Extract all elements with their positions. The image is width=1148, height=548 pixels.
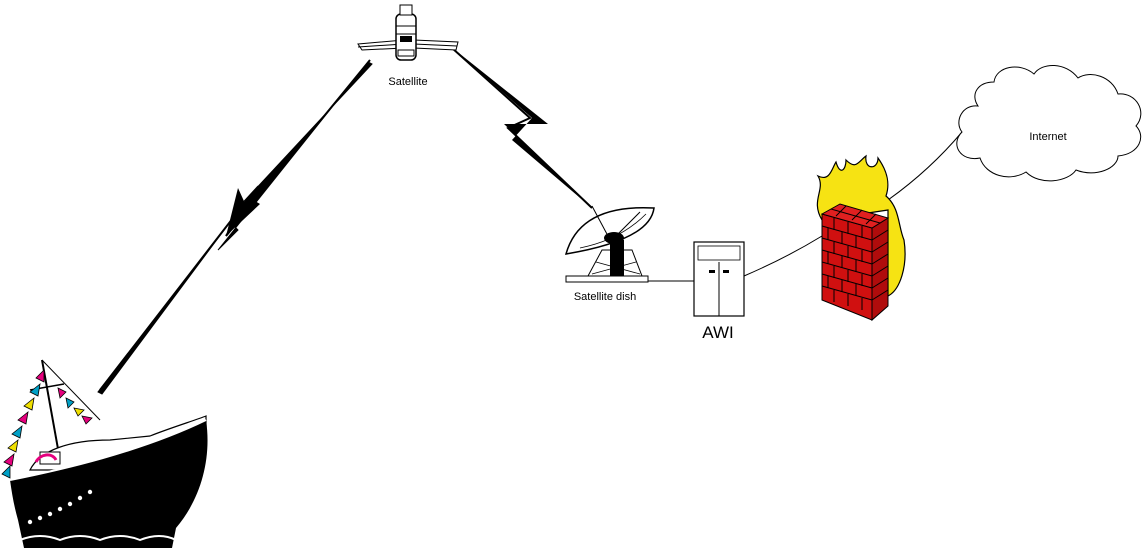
link-satellite-dish-zig xyxy=(450,46,592,208)
firewall-node xyxy=(817,156,905,320)
link-awi-firewall xyxy=(744,236,822,276)
awi-label: AWI xyxy=(702,323,733,342)
firewall-icon xyxy=(817,156,905,320)
awi-node: AWI xyxy=(694,242,744,342)
satellite-dish-icon xyxy=(566,206,654,282)
internet-node: Internet xyxy=(957,65,1141,180)
dish-node: Satellite dish xyxy=(566,206,654,303)
satellite-node: Satellite xyxy=(358,5,458,88)
internet-label: Internet xyxy=(1029,131,1066,143)
satellite-label: Satellite xyxy=(388,76,427,88)
link-ship-satellite xyxy=(98,62,372,394)
link-firewall-cloud xyxy=(888,132,962,200)
server-icon xyxy=(694,242,744,316)
satellite-icon xyxy=(358,5,458,60)
dish-label: Satellite dish xyxy=(574,291,636,303)
cloud-icon xyxy=(957,65,1141,180)
